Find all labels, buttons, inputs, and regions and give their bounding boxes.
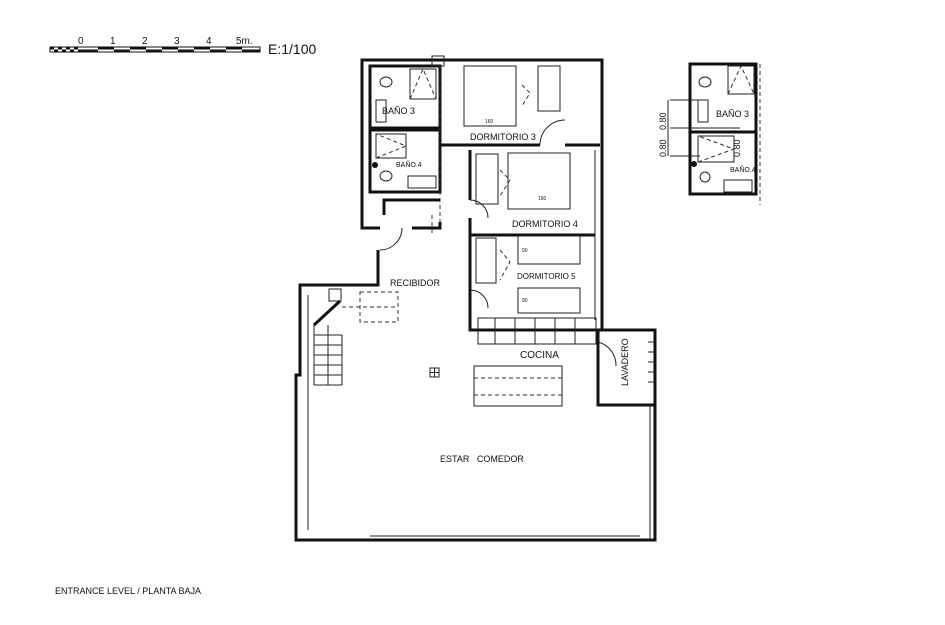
room-label-dormitorio-3: DORMITORIO 3 <box>470 132 536 142</box>
room-label-bano-3: BAÑO 3 <box>382 106 415 116</box>
bed-size-dorm-5a: 90 <box>522 248 528 254</box>
bathroom-detail: BAÑO 3 BAÑO.4 0.80 0.80 0.80 <box>658 62 761 205</box>
bedrooms: 160 DORMITORIO 3 160 DORMITORIO 4 90 90 … <box>440 65 600 332</box>
room-label-lavadero: LAVADERO <box>620 338 630 386</box>
room-label-dormitorio-4: DORMITORIO 4 <box>512 219 578 229</box>
outer-walls <box>294 58 657 542</box>
dimension-label: 0.80 <box>732 139 742 157</box>
room-label-recibidor: RECIBIDOR <box>390 278 441 288</box>
scale-tick: 5m. <box>236 36 253 47</box>
scale-tick: 2 <box>142 36 148 47</box>
scale-ratio: E:1/100 <box>268 41 316 57</box>
kitchen: COCINA LAVADERO <box>473 317 655 407</box>
detail-label-bano-3: BAÑO 3 <box>716 109 749 119</box>
bed-size-dorm-3: 160 <box>485 119 494 125</box>
bed-size-dorm-4: 160 <box>538 196 547 202</box>
dimension-label: 0.80 <box>658 139 668 157</box>
room-label-estar-comedor: ESTAR COMEDOR <box>440 454 524 464</box>
room-label-bano-4: BAÑO.4 <box>396 160 422 169</box>
room-label-dormitorio-5: DORMITORIO 5 <box>517 272 576 281</box>
scale-tick: 4 <box>206 36 212 47</box>
bathrooms: BAÑO 3 BAÑO.4 <box>368 55 445 225</box>
room-label-cocina: COCINA <box>520 350 559 361</box>
bed-size-dorm-5b: 90 <box>522 298 528 304</box>
stairs-entry: RECIBIDOR <box>312 215 441 386</box>
scale-tick: 1 <box>110 36 116 47</box>
detail-label-bano-4: BAÑO.4 <box>730 165 756 174</box>
plan-caption: ENTRANCE LEVEL / PLANTA BAJA <box>55 586 201 596</box>
scale-tick: 0 <box>78 36 84 47</box>
scale-bar: 0 1 2 3 4 5m. E:1/100 <box>49 36 316 57</box>
dimension-label: 0.80 <box>658 112 668 130</box>
scale-tick: 3 <box>174 36 180 47</box>
